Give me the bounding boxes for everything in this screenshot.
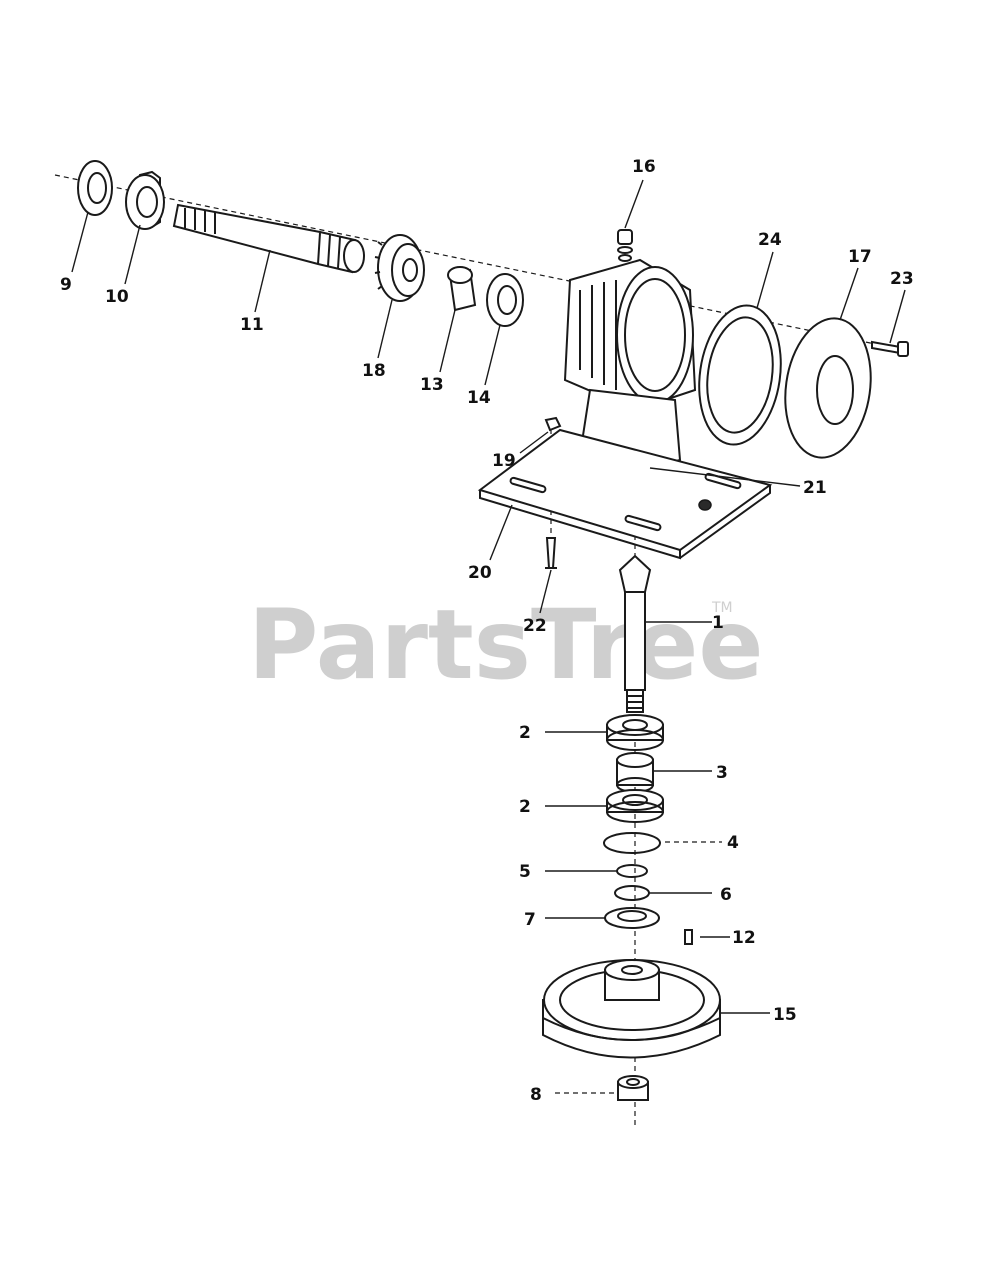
washer-6 — [614, 885, 650, 901]
bearing-2-upper — [606, 714, 664, 751]
callout-5: 5 — [519, 862, 531, 882]
callout-24: 24 — [758, 230, 782, 250]
callout-3: 3 — [716, 763, 728, 783]
gasket-24 — [698, 304, 782, 446]
callout-23: 23 — [890, 269, 914, 289]
watermark-trademark: TM — [711, 600, 733, 616]
bearing-10 — [125, 170, 165, 230]
callout-19: 19 — [492, 451, 516, 471]
seal-7 — [604, 907, 660, 929]
callout-14: 14 — [467, 388, 491, 408]
callout-8: 8 — [530, 1085, 542, 1105]
callout-16: 16 — [632, 157, 656, 177]
bearing-2-lower — [606, 789, 664, 823]
washer-5 — [616, 864, 648, 878]
callout-22: 22 — [523, 616, 547, 636]
callout-17: 17 — [848, 247, 872, 267]
cover-plate-17 — [784, 317, 872, 459]
mounting-plate-20 — [477, 428, 773, 560]
bearing-14 — [486, 273, 524, 327]
callout-11: 11 — [240, 315, 264, 335]
nut-19 — [544, 416, 562, 432]
callout-1: 1 — [712, 613, 724, 633]
callout-13: 13 — [420, 375, 444, 395]
snap-ring-4 — [603, 832, 661, 854]
oil-seal-9 — [77, 160, 113, 216]
bolt-23 — [871, 340, 909, 357]
callout-7: 7 — [524, 910, 536, 930]
callout-12: 12 — [732, 928, 756, 948]
callout-2-upper: 2 — [519, 723, 531, 743]
callout-18: 18 — [362, 361, 386, 381]
callout-4: 4 — [727, 833, 739, 853]
pulley-15 — [542, 959, 721, 1059]
callout-9: 9 — [60, 275, 72, 295]
callout-6: 6 — [720, 885, 732, 905]
callout-15: 15 — [773, 1005, 797, 1025]
bevel-gear-18 — [374, 234, 425, 302]
key-12 — [684, 929, 693, 945]
bolt-22 — [545, 537, 557, 569]
vent-plug-16 — [617, 229, 633, 254]
nut-8 — [617, 1075, 649, 1101]
callout-10: 10 — [105, 287, 129, 307]
callout-2-lower: 2 — [519, 797, 531, 817]
bushing-13 — [447, 266, 477, 312]
callout-21: 21 — [803, 478, 827, 498]
input-shaft-11 — [172, 203, 365, 274]
callout-20: 20 — [468, 563, 492, 583]
leader-lines — [71, 179, 906, 1094]
spacer-3 — [616, 752, 654, 793]
pinion-shaft-1 — [618, 554, 652, 713]
watermark-text: PartsTree — [248, 589, 763, 701]
